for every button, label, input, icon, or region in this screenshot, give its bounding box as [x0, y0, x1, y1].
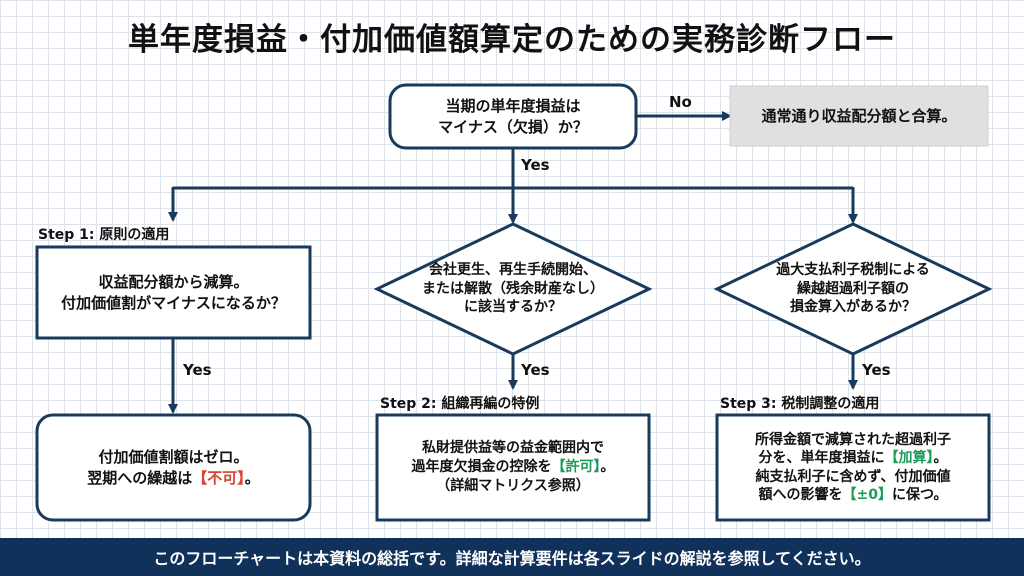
- step2-result-line2-post: 。: [600, 459, 615, 476]
- no-label: No: [669, 93, 692, 111]
- step3-result-line2-post: 。: [933, 450, 948, 467]
- page-title: 単年度損益・付加価値額算定のための実務診断フロー: [128, 22, 896, 58]
- step1-result-text: 付加価値割額はゼロ。 翌期への繰越は【不可】。: [37, 415, 310, 520]
- step3-result-line2-pre: 分を、単年度損益に: [758, 450, 885, 467]
- step2-diamond-text: 会社更生、再生手続開始、 または解散（残余財産なし） に該当するか？: [377, 224, 649, 354]
- step2-diamond-line3: に該当するか？: [464, 299, 562, 316]
- step3-result-line4: 額への影響を【±0】に保つ。: [755, 486, 951, 504]
- footer-text: このフローチャートは本資料の総括です。詳細な計算要件は各スライドの解説を参照して…: [153, 549, 871, 568]
- step3-result-box: [715, 413, 991, 522]
- step2-diamond: [373, 222, 653, 356]
- step3-diamond-line1: 過大支払利子税制による: [776, 261, 930, 278]
- step3-result-line2: 分を、単年度損益に【加算】。: [755, 449, 951, 467]
- step1-box: [35, 245, 312, 340]
- step1-result-line2-pre: 翌期への繰越は: [87, 468, 193, 487]
- step2-result-line3: （詳細マトリクス参照）: [436, 477, 590, 494]
- step2-result-line2: 過年度欠損金の控除を【許可】。: [412, 458, 615, 477]
- step3-result-line1: 所得金額で減算された超過利子: [755, 432, 951, 449]
- step2-yes-label: Yes: [521, 361, 550, 379]
- step2-result-text: 私財提供益等の益金範囲内で 過年度欠損金の控除を【許可】。 （詳細マトリクス参照…: [377, 415, 649, 520]
- footer-banner: このフローチャートは本資料の総括です。詳細な計算要件は各スライドの解説を参照して…: [0, 538, 1024, 576]
- step3-result-line4-post: に保つ。: [892, 486, 948, 503]
- step1-yes-label: Yes: [183, 361, 212, 379]
- step2-heading: Step 2: 組織再編の特例: [380, 396, 540, 412]
- step1-heading: Step 1: 原則の適用: [38, 227, 170, 243]
- step3-diamond-line2: 繰越超過利子額の: [797, 280, 909, 297]
- step3-result-highlight-zero: 【±0】: [842, 486, 893, 503]
- start-line2: マイナス（欠損）か？: [438, 117, 588, 136]
- step2-result-highlight: 【許可】: [551, 459, 601, 476]
- step3-heading: Step 3: 税制調整の適用: [720, 396, 880, 412]
- step3-diamond-text: 過大支払利子税制による 繰越超過利子額の 損金算入があるか？: [717, 224, 989, 354]
- step1-result-line2: 翌期への繰越は【不可】。: [87, 468, 260, 488]
- step3-result-highlight-add: 【加算】: [884, 450, 934, 467]
- step1-result-line2-post: 。: [244, 468, 260, 487]
- start-line1: 当期の単年度損益は: [445, 97, 581, 116]
- no-result-box: [729, 85, 989, 147]
- step2-result-line2-pre: 過年度欠損金の控除を: [411, 459, 552, 476]
- step3-result-line4-pre: 額への影響を: [758, 486, 843, 503]
- step1-box-text: 収益配分額から減算。 付加価値割がマイナスになるか？: [37, 247, 310, 338]
- start-decision-text: 当期の単年度損益は マイナス（欠損）か？: [390, 85, 636, 148]
- step2-result-line1: 私財提供益等の益金範囲内で: [422, 440, 604, 457]
- step3-result-text: 所得金額で減算された超過利子 分を、単年度損益に【加算】。 純支払利子に含めず、…: [717, 415, 989, 520]
- no-result-text: 通常通り収益配分額と合算。: [761, 106, 957, 125]
- start-decision-box: [388, 83, 638, 150]
- yes-label-main: Yes: [521, 156, 550, 174]
- step3-diamond-line3: 損金算入があるか？: [790, 299, 916, 316]
- step1-line1: 収益配分額から減算。: [98, 273, 249, 292]
- step2-diamond-line1: 会社更生、再生手続開始、: [429, 261, 597, 278]
- step2-diamond-line2: または解散（残余財産なし）: [422, 280, 604, 297]
- step3-result-line3: 純支払利子に含めず、付加価値: [755, 468, 951, 485]
- step1-result-line1: 付加価値割額はゼロ。: [98, 448, 249, 467]
- step1-line2: 付加価値割がマイナスになるか？: [61, 293, 286, 312]
- step3-diamond: [713, 222, 993, 356]
- step3-yes-label: Yes: [862, 361, 891, 379]
- step2-result-box: [375, 413, 651, 522]
- step1-result-highlight: 【不可】: [192, 468, 245, 487]
- step1-result-box: [35, 413, 312, 522]
